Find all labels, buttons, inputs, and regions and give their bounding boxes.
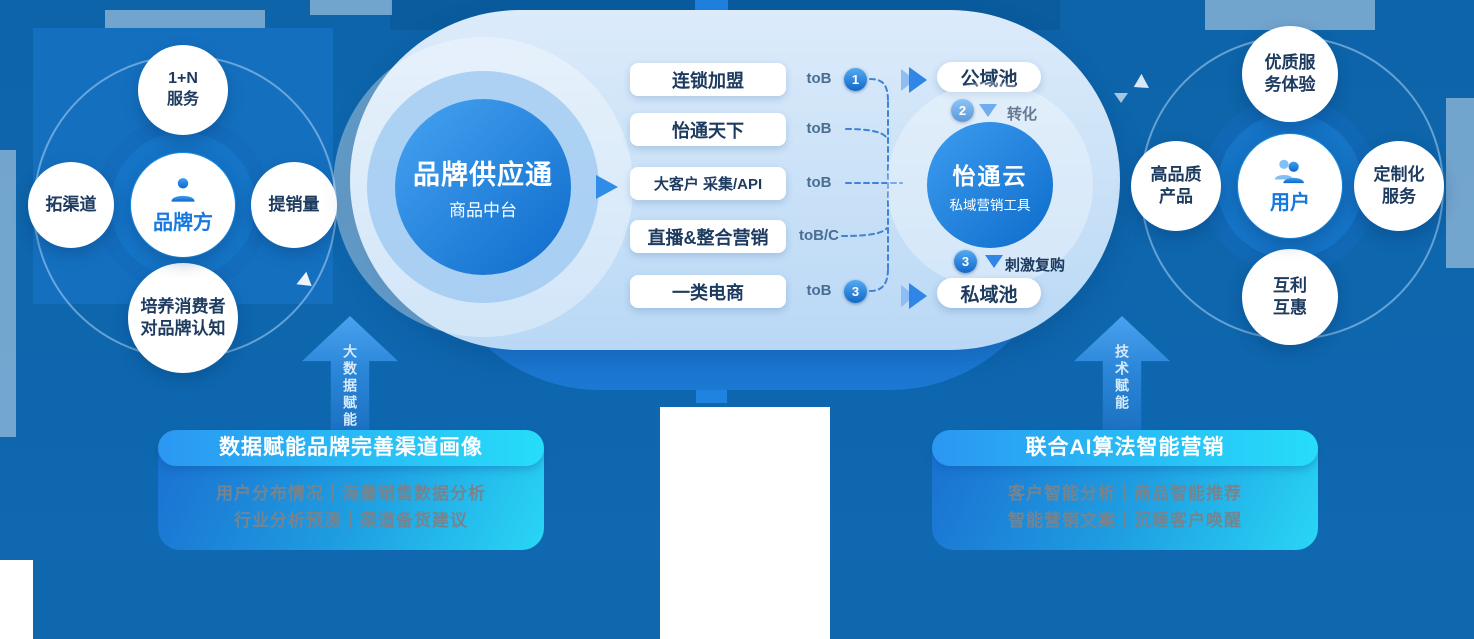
channel-label: 大客户 采集/API [653,176,763,193]
channel-label: 直播&整合营销 [647,227,769,248]
bg-light-patch-topright [1205,0,1375,30]
bg-bottom-left [33,560,660,639]
satellite-label: 互利 互惠 [1273,275,1307,317]
channel-label: 怡通天下 [672,120,744,141]
play-arrow-icon [596,175,618,199]
channel-tag: toB/C [799,227,839,244]
channel-tag: toB [806,120,832,137]
satellite-label: 定制化 服务 [1373,164,1425,206]
box-line: 用户分布情况｜海量销售数据分析 [216,484,486,503]
satellite-label: 1+N 服务 [166,70,199,108]
channel-yitong-tianxia: 怡通天下 [630,113,786,146]
box-lines: 用户分布情况｜海量销售数据分析 行业分析预测｜渠道备货建议 [158,480,544,534]
chevron-icon [909,67,927,93]
pool-label: 私域池 [960,284,1018,306]
private-pool-pill: 私域池 [937,278,1041,308]
bg-white-notch [660,407,830,560]
bg-light-patch-top [310,0,392,15]
bg-bright-square-top [695,0,728,10]
brand-hub: 品牌方 [131,153,235,257]
step-badge-3: 3 [844,280,867,303]
cloud-subtitle: 私域营销工具 [949,197,1031,213]
box-line: 行业分析预测｜渠道备货建议 [234,511,468,530]
step-badge-3b: 3 [954,250,977,273]
bg-light-bar-left [0,150,16,437]
bg-light-patch-topleft [105,10,265,28]
channel-tag: toB [806,70,832,87]
pool-label: 公域池 [960,68,1018,90]
yitong-cloud-circle: 怡通云 私域营销工具 [927,122,1053,248]
faded-triangle-icon [1114,93,1128,103]
channel-tag: toB [806,174,832,191]
chevron-icon [909,283,927,309]
bg-bright-square-bottom [696,386,727,403]
convert-label: 转化 [1007,106,1038,123]
brand-hub-label: 品牌方 [153,211,213,234]
satellite-consumer-awareness: 培养消费者 对品牌认知 [128,263,238,373]
channel-tag: toB [806,282,832,299]
box-title: 联合AI算法智能营销 [932,430,1318,466]
step-badge-2: 2 [951,99,974,122]
down-triangle-icon [985,255,1003,268]
chevron-icon [901,285,915,307]
satellite-mutual-benefit: 互利 互惠 [1242,249,1338,345]
satellite-customized-service: 定制化 服务 [1354,141,1444,231]
ai-marketing-box: 客户智能分析｜商品智能推荐 智能营销文案｜沉睡客户唤醒 联合AI算法智能营销 [932,430,1318,550]
satellite-label: 提销量 [268,194,320,214]
arrow-label: 技术赋能 [1114,344,1130,412]
channel-chain-franchise: 连锁加盟 [630,63,786,96]
person-icon [171,177,195,202]
satellite-label: 优质服 务体验 [1264,52,1316,94]
channel-key-account-api: 大客户 采集/API [630,167,786,200]
platform-title: 品牌供应通 [413,160,553,190]
satellite-1n-service: 1+N 服务 [138,45,228,135]
box-title: 数据赋能品牌完善渠道画像 [158,430,544,466]
bg-light-bar-right [1446,98,1474,268]
public-pool-pill: 公域池 [937,62,1041,92]
user-hub-label: 用户 [1270,191,1310,214]
users-icon [1274,159,1304,183]
data-empower-box: 用户分布情况｜海量销售数据分析 行业分析预测｜渠道备货建议 数据赋能品牌完善渠道… [158,430,544,550]
bg-bottom-right [830,560,1474,639]
satellite-high-quality-products: 高品质 产品 [1131,141,1221,231]
step-badge-1: 1 [844,68,867,91]
satellite-boost-sales: 提销量 [251,162,337,248]
down-triangle-icon [979,104,997,117]
user-hub: 用户 [1238,134,1342,238]
satellite-label: 培养消费者 对品牌认知 [140,296,226,338]
channel-label: 一类电商 [672,282,744,303]
satellite-label: 高品质 产品 [1150,164,1202,206]
platform-subtitle: 商品中台 [449,201,517,220]
platform-circle: 品牌供应通 商品中台 [395,99,571,275]
box-line: 客户智能分析｜商品智能推荐 [1008,484,1242,503]
box-lines: 客户智能分析｜商品智能推荐 智能营销文案｜沉睡客户唤醒 [932,480,1318,534]
satellite-quality-service: 优质服 务体验 [1242,26,1338,122]
channel-label: 连锁加盟 [672,70,744,91]
chevron-icon [901,69,915,91]
cloud-title: 怡通云 [952,162,1028,189]
connector-lines [841,67,927,309]
repurchase-label: 刺激复购 [1005,257,1066,274]
channel-live-marketing: 直播&整合营销 [630,220,786,253]
satellite-expand-channels: 拓渠道 [28,162,114,248]
platform-pill: 品牌供应通 商品中台 连锁加盟 怡通天下 大客户 采集/API 直播&整合营销 … [333,10,1120,350]
box-line: 智能营销文案｜沉睡客户唤醒 [1008,511,1242,530]
arrow-label: 大数据赋能 [342,344,358,429]
channel-first-class-ecommerce: 一类电商 [630,275,786,308]
satellite-label: 拓渠道 [45,194,97,214]
